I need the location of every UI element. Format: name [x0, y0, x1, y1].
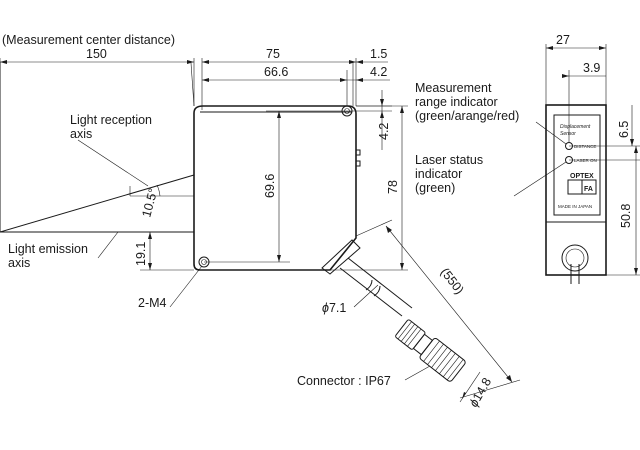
sensor-face-ind1: DISTANCE — [574, 144, 596, 149]
center-distance-note: (Measurement center distance) — [2, 33, 175, 47]
dim-6-5: 6.5 — [617, 121, 631, 138]
connector-label: Connector : IP67 — [297, 374, 391, 388]
dim-phi-14-8: ϕ14.8 — [466, 375, 494, 409]
laser-indicator-label-1: Laser status — [415, 153, 483, 167]
sensor-face-brand-sub: FA — [584, 186, 593, 193]
dim-1-5: 1.5 — [370, 47, 387, 61]
dim-75: 75 — [266, 47, 280, 61]
connector — [395, 319, 466, 382]
laser-indicator-label-3: (green) — [415, 181, 455, 195]
dim-10-5-deg: 10.5° — [139, 187, 160, 219]
side-view-dimensions — [0, 58, 521, 403]
sensor-face-origin: MADE IN JAPAN — [558, 204, 592, 209]
sensor-body-side-view — [193, 105, 361, 275]
measurement-indicator-label-1: Measurement — [415, 81, 492, 95]
measurement-indicator-label-3: (green/arange/red) — [415, 109, 519, 123]
light-emission-label-1: Light emission — [8, 242, 88, 256]
mount-holes-label: 2-M4 — [138, 296, 167, 310]
dim-4-2-top: 4.2 — [370, 65, 387, 79]
sensor-body-front-view — [545, 104, 607, 284]
measurement-indicator-label-2: range indicator — [415, 95, 498, 109]
light-reception-label-1: Light reception — [70, 113, 152, 127]
sensor-face-ind2: LASER ON — [574, 158, 597, 163]
dim-3-9: 3.9 — [583, 61, 600, 75]
front-view-dimensions — [513, 44, 640, 276]
dim-66-6: 66.6 — [264, 65, 288, 79]
sensor-face-line1: Displacement — [560, 124, 591, 130]
light-reception-axis-line — [0, 174, 195, 233]
sensor-face-brand: OPTEX — [570, 173, 594, 180]
cable — [339, 257, 413, 317]
dim-50-8: 50.8 — [619, 204, 633, 228]
light-emission-label-2: axis — [8, 256, 30, 270]
laser-indicator-label-2: indicator — [415, 167, 462, 181]
optical-axes — [0, 62, 203, 308]
dim-4-2-side: 4.2 — [377, 123, 391, 140]
light-reception-label-2: axis — [70, 127, 92, 141]
sensor-face-line2: Sensor — [560, 131, 576, 137]
dim-550: (550) — [438, 265, 467, 297]
dim-27: 27 — [556, 33, 570, 47]
dim-69-6: 69.6 — [263, 174, 277, 198]
dim-19-1: 19.1 — [134, 242, 148, 266]
cable-diameter-label: ϕ7.1 — [322, 301, 346, 315]
dim-78: 78 — [386, 180, 400, 194]
dim-150: 150 — [86, 47, 107, 61]
